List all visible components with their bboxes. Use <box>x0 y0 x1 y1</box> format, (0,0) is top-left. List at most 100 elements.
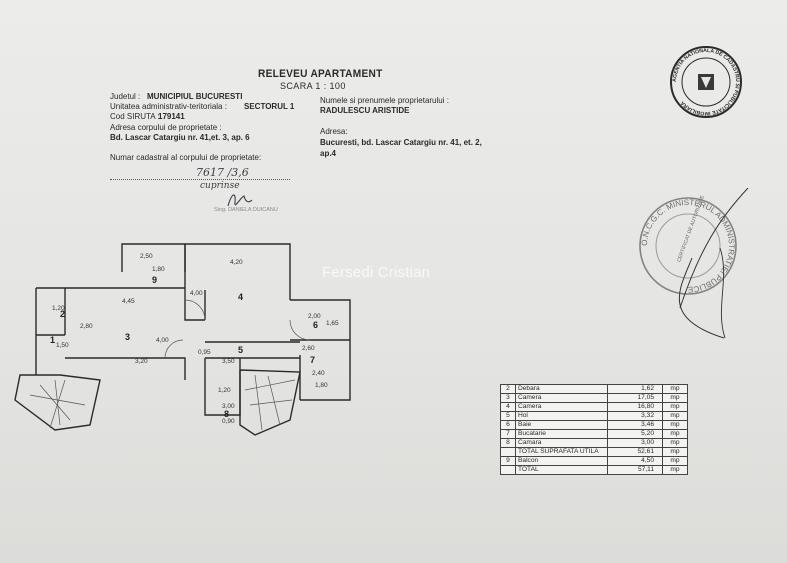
area-row-number: 5 <box>500 411 516 421</box>
area-row-value: 52,61 <box>607 447 663 457</box>
dim-label: 1,80 <box>315 382 328 389</box>
signature-mark <box>227 194 253 207</box>
dim-label: 1,20 <box>218 387 231 394</box>
room-number: 9 <box>152 275 157 285</box>
area-row-number <box>500 447 516 457</box>
ministry-stamp: O.N.C.G.C. MINISTERUL ADMINISTRATIEI PUB… <box>639 188 749 339</box>
dim-label: 4,20 <box>230 259 243 266</box>
area-row-name: Bucatarie <box>515 429 608 439</box>
cadastral-number-handwritten: 7617 /3,6 <box>196 166 249 179</box>
dim-label: 2,00 <box>308 313 321 320</box>
room-4-outline <box>185 243 291 300</box>
dim-label: 2,60 <box>302 345 315 352</box>
address-property-label: Adresa corpului de proprietate : <box>110 123 222 132</box>
dim-label: 2,80 <box>80 323 93 330</box>
siruta-label: Cod SIRUTA : <box>110 112 160 121</box>
area-row-value: 5,20 <box>607 429 663 439</box>
area-row-unit: mp <box>662 393 688 403</box>
area-row-name: Hol <box>515 411 608 421</box>
dim-label: 4,00 <box>156 337 169 344</box>
area-row-number: 2 <box>500 384 516 394</box>
area-row-number: 4 <box>500 402 516 412</box>
area-row-name: Baie <box>515 420 608 430</box>
area-row-value: 3,00 <box>607 438 663 448</box>
area-row-number: 7 <box>500 429 516 439</box>
dim-label: 3,50 <box>222 358 235 365</box>
owner-address-line-1: Bucuresti, bd. Lascar Catargiu nr. 41, e… <box>320 138 482 147</box>
area-row-unit: mp <box>662 384 688 394</box>
area-row-number: 9 <box>500 456 516 466</box>
area-row-number: 6 <box>500 420 516 430</box>
area-row-name: Camera <box>515 393 608 403</box>
area-row-unit: mp <box>662 420 688 430</box>
area-row-number: 3 <box>500 393 516 403</box>
judet-label: Judetul : <box>110 92 141 101</box>
scale-label: SCARA 1 : 100 <box>280 81 346 91</box>
area-row-unit: mp <box>662 456 688 466</box>
area-row-unit: mp <box>662 402 688 412</box>
room-number: 1 <box>50 335 55 345</box>
area-row-value: 16,80 <box>607 402 663 412</box>
dim-label: 1,80 <box>152 266 165 273</box>
room-number: 4 <box>238 292 243 302</box>
area-row-value: 3,32 <box>607 411 663 421</box>
dim-label: 3,20 <box>135 358 148 365</box>
area-row-name: Camara <box>515 438 608 448</box>
uat-label: Unitatea administrativ-teritoriala : <box>110 102 227 111</box>
document-title: RELEVEU APARTAMENT <box>258 68 383 80</box>
cadastral-number-line <box>110 179 290 180</box>
dim-label: 3,00 <box>222 403 235 410</box>
dim-label: 4,45 <box>122 298 135 305</box>
area-row-unit: mp <box>662 438 688 448</box>
area-row-number: 8 <box>500 438 516 448</box>
area-row-unit: mp <box>662 411 688 421</box>
room-number: 5 <box>238 345 243 355</box>
owner-label: Numele si prenumele proprietarului : <box>320 96 449 105</box>
room-number: 7 <box>310 355 315 365</box>
room-number: 8 <box>224 409 229 419</box>
cadastre-stamp: AGENTIA NATIONALA DE CADASTRU SI PUBLICI… <box>670 46 742 118</box>
area-row-name: TOTAL SUPRAFATA UTILA <box>515 447 608 457</box>
watermark-text: Fersedi Cristian <box>322 264 431 281</box>
area-row-value: 4,50 <box>607 456 663 466</box>
siruta-value: 179141 <box>158 112 185 121</box>
dim-label: 1,50 <box>56 342 69 349</box>
signature-caption: Sing. DANIELA DUICANU <box>214 207 278 213</box>
area-row-name: TOTAL <box>515 465 608 475</box>
area-row-name: Camera <box>515 402 608 412</box>
area-row-unit: mp <box>662 465 688 475</box>
area-row-unit: mp <box>662 447 688 457</box>
dim-label: 2,50 <box>140 253 153 260</box>
dim-label: 4,00 <box>190 290 203 297</box>
cadastral-number-label: Numar cadastral al corpului de proprieta… <box>110 153 262 162</box>
dim-label: 0,90 <box>222 418 235 425</box>
area-row-value: 3,46 <box>607 420 663 430</box>
handwritten-note: cuprinse <box>200 181 240 191</box>
area-row-value: 57,11 <box>607 465 663 475</box>
area-row-unit: mp <box>662 429 688 439</box>
dim-label: 1,65 <box>326 320 339 327</box>
address-property-value: Bd. Lascar Catargiu nr. 41,et. 3, ap. 6 <box>110 133 250 142</box>
area-row-value: 17,05 <box>607 393 663 403</box>
judet-value: MUNICIPIUL BUCURESTI <box>147 92 243 101</box>
room-number: 2 <box>60 309 65 319</box>
area-row-name: Balcon <box>515 456 608 466</box>
area-row-name: Debara <box>515 384 608 394</box>
room-number: 3 <box>125 332 130 342</box>
uat-value: SECTORUL 1 <box>244 102 295 111</box>
area-row-value: 1,62 <box>607 384 663 394</box>
dim-label: 2,40 <box>312 370 325 377</box>
floor-plan: 2,50 1,80 4,20 4,45 4,00 4,00 2,80 1,50 … <box>14 243 351 436</box>
